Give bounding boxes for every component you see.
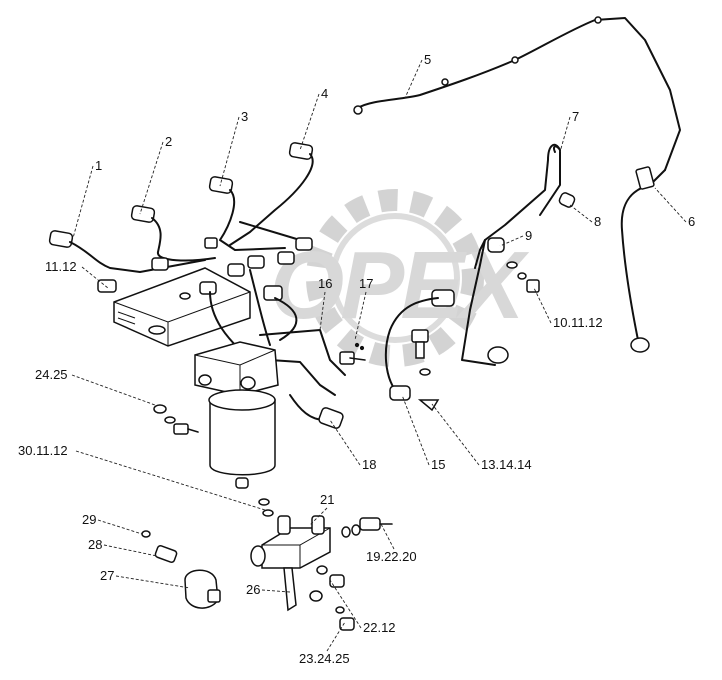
leak-off-pipe-7 xyxy=(461,143,561,366)
callout-label-c5: 5 xyxy=(424,52,431,67)
callout-label-c26: 26 xyxy=(246,582,260,597)
fitting-set-8-9 xyxy=(487,192,576,293)
callout-label-c9: 9 xyxy=(525,228,532,243)
leader-line-c1112 xyxy=(81,266,109,289)
leader-line-c1 xyxy=(72,165,94,239)
leader-line-c9 xyxy=(499,235,524,247)
callout-label-c1112: 11.12 xyxy=(45,259,77,274)
injector-pipe-1 xyxy=(48,230,206,273)
callout-label-c8: 8 xyxy=(594,214,601,229)
leader-line-c131414 xyxy=(431,403,480,466)
leader-line-c27 xyxy=(115,575,191,589)
callout-label-c21: 21 xyxy=(320,492,334,507)
callout-label-c2425: 24.25 xyxy=(35,367,68,382)
callout-label-c1011: 10.11.12 xyxy=(553,315,603,330)
callout-label-c18: 18 xyxy=(362,457,376,472)
callout-label-c15: 15 xyxy=(431,457,445,472)
callout-label-c17: 17 xyxy=(359,276,373,291)
leader-line-c7 xyxy=(559,116,571,153)
callout-labels: 1 2 3 4 5 6 7 8 9 10.11.12 11.12 16 17 24.25 18 15 13.14… xyxy=(18,52,695,666)
callout-label-c131414: 13.14.14 xyxy=(481,457,532,472)
callout-label-c301112: 30.11.12 xyxy=(18,443,68,458)
leader-line-c232425 xyxy=(326,621,346,652)
leader-line-c15 xyxy=(401,394,430,466)
leader-line-c4 xyxy=(299,93,320,151)
injector-pipe-3 xyxy=(208,176,286,251)
leader-line-c5 xyxy=(404,59,423,99)
leader-line-c29 xyxy=(97,519,143,535)
leader-lines xyxy=(71,59,687,652)
leader-line-c301112 xyxy=(75,450,266,511)
callout-label-c1: 1 xyxy=(95,158,102,173)
banjo-bolt-13 xyxy=(411,329,440,412)
return-line-6 xyxy=(620,166,666,353)
callout-label-c2212: 22.12 xyxy=(363,620,396,635)
leak-off-line-5 xyxy=(353,16,681,171)
leader-line-c1011 xyxy=(533,287,552,324)
return-pipe-18 xyxy=(289,394,344,429)
injector-mount-bracket xyxy=(113,267,251,347)
callout-label-c16: 16 xyxy=(318,276,332,291)
fuel-filter xyxy=(194,341,279,489)
callout-label-c6: 6 xyxy=(688,214,695,229)
leader-line-c18 xyxy=(329,419,361,466)
leader-line-c6 xyxy=(654,187,687,223)
leader-line-c8 xyxy=(569,204,593,223)
callout-label-c192220: 19.22.20 xyxy=(366,549,417,564)
leader-line-c21 xyxy=(309,507,328,526)
leader-line-c3 xyxy=(219,116,240,187)
injector-pipe-2 xyxy=(130,205,216,262)
leader-line-c2212 xyxy=(329,579,362,629)
leader-line-c28 xyxy=(103,544,158,557)
filter-bolt-set xyxy=(153,404,199,435)
leader-line-c2 xyxy=(139,141,164,215)
leader-line-c16 xyxy=(319,291,326,331)
sensor-28 xyxy=(154,545,178,563)
callout-label-c3: 3 xyxy=(241,109,248,124)
leader-line-c2425 xyxy=(71,374,156,406)
bolt-19 xyxy=(359,517,393,531)
seal-rings xyxy=(141,498,361,614)
callout-label-c232425: 23.24.25 xyxy=(299,651,350,666)
plug-22-23 xyxy=(329,574,355,631)
bypass-pipe-15 xyxy=(384,289,455,401)
callout-label-c4: 4 xyxy=(321,86,328,101)
callout-label-c28: 28 xyxy=(88,537,102,552)
callout-label-c27: 27 xyxy=(100,568,114,583)
pipe-fitting-16-17 xyxy=(339,342,366,365)
watermark: OPEX xyxy=(270,189,533,367)
leader-line-c192220 xyxy=(379,521,395,550)
sensor-housing-27 xyxy=(184,569,221,609)
fuel-connector-block-21 xyxy=(250,515,331,612)
injector-pipe-4 xyxy=(229,142,314,246)
leader-line-c17 xyxy=(354,291,367,341)
callout-label-c7: 7 xyxy=(572,109,579,124)
callout-label-c29: 29 xyxy=(82,512,96,527)
callout-label-c2: 2 xyxy=(165,134,172,149)
